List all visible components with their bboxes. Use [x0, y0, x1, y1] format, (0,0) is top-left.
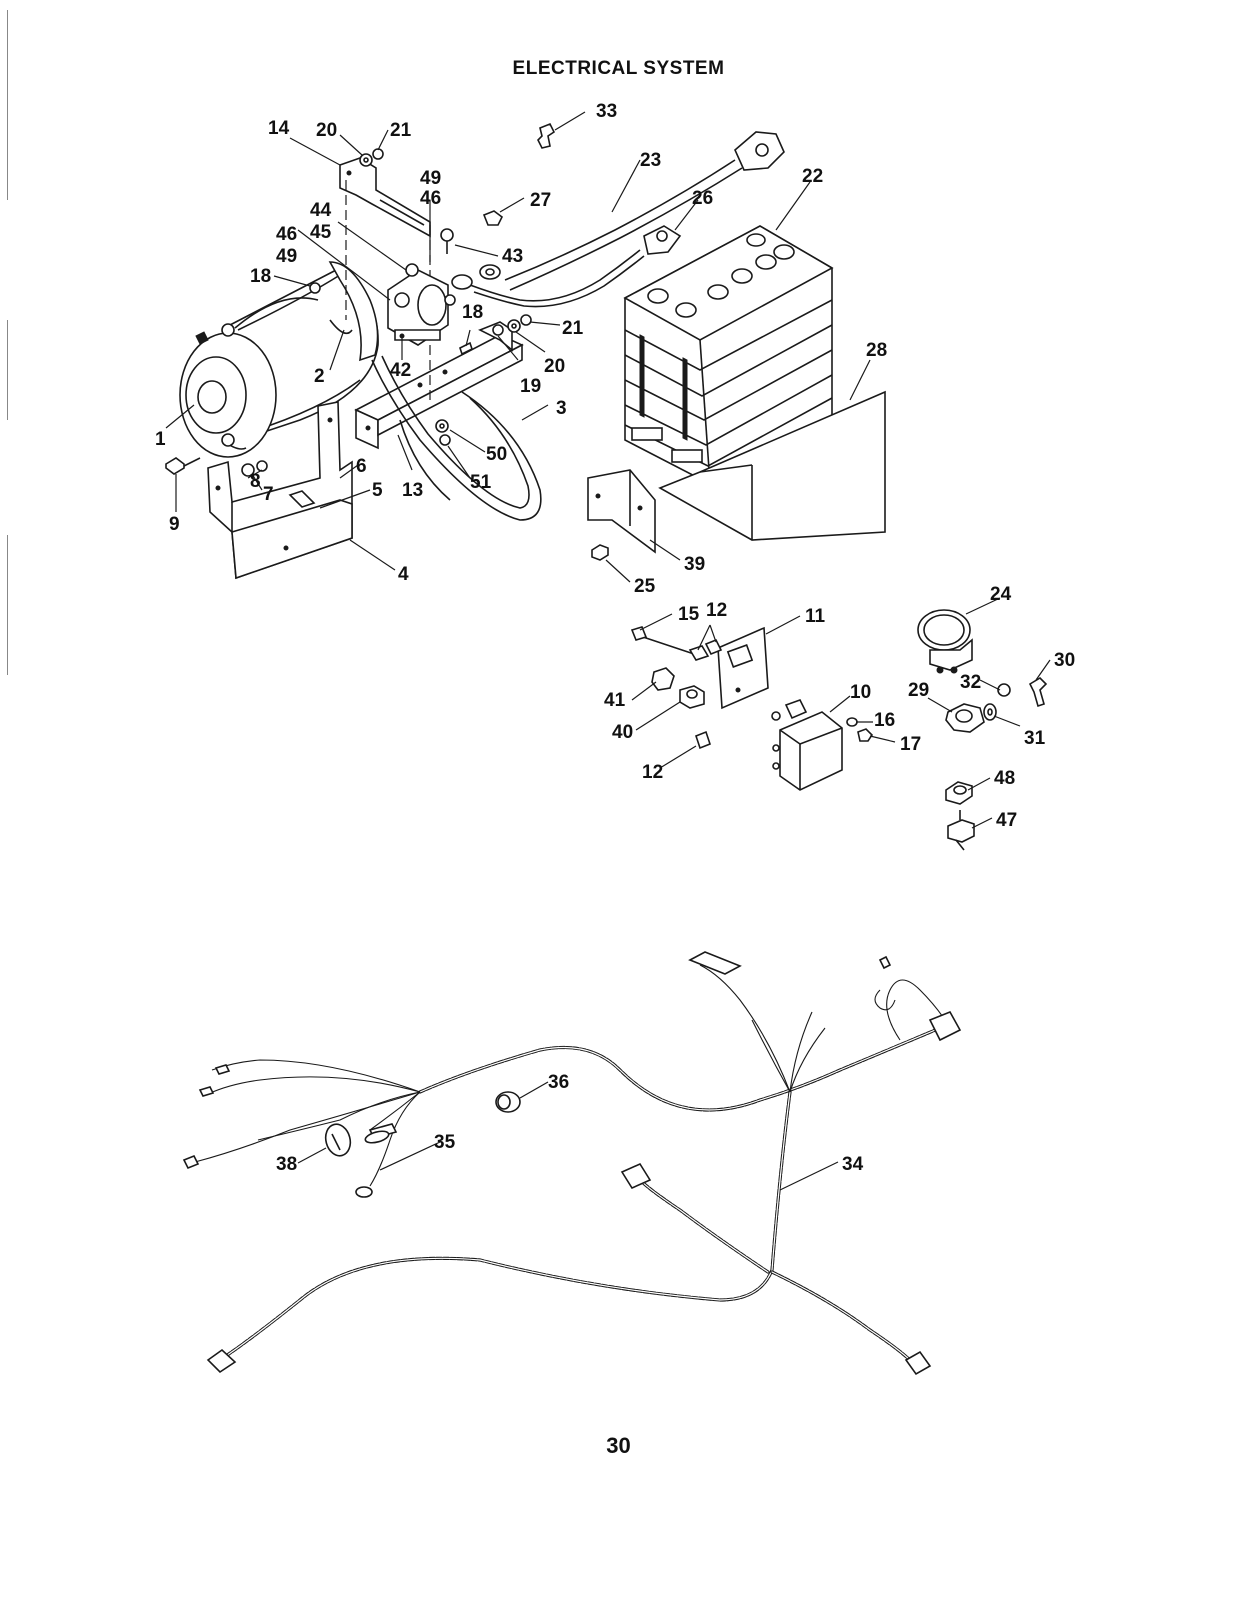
callout-label: 34 — [842, 1154, 864, 1175]
callout-label: 45 — [310, 222, 332, 243]
callout-label: 20 — [544, 356, 565, 377]
callout-label: 19 — [520, 376, 541, 397]
page-title: ELECTRICAL SYSTEM — [512, 58, 725, 79]
starter-solenoid-part — [387, 263, 456, 346]
left-margin-rule — [7, 320, 8, 420]
callout-label: 32 — [960, 672, 981, 693]
callout-label: 22 — [802, 166, 823, 187]
callout-label: 2 — [314, 366, 325, 387]
callout-label: 40 — [612, 722, 633, 743]
switch-part — [651, 667, 705, 709]
key-part — [1028, 676, 1048, 708]
battery-tray-part — [658, 390, 886, 541]
bolt-part — [947, 810, 975, 851]
clip-part — [537, 122, 556, 149]
callout-labels: 1 2 3 4 5 6 7 8 9 10 11 12 12 13 14 15 1… — [155, 101, 1075, 1175]
callout-label: 21 — [390, 120, 412, 141]
callout-label: 13 — [402, 480, 423, 501]
callout-label: 26 — [692, 188, 713, 209]
page-number: 30 — [606, 1433, 631, 1458]
callout-label: 36 — [548, 1072, 569, 1093]
callout-label: 33 — [596, 101, 617, 122]
callout-label: 20 — [316, 120, 337, 141]
callout-label: 31 — [1024, 728, 1046, 749]
callout-label: 29 — [908, 680, 929, 701]
callout-label: 48 — [994, 768, 1015, 789]
callout-label: 3 — [556, 398, 567, 419]
callout-label: 39 — [684, 554, 705, 575]
callout-label: 42 — [390, 360, 411, 381]
callout-label: 50 — [486, 444, 507, 465]
callout-label: 38 — [276, 1154, 297, 1175]
callout-label: 5 — [372, 480, 383, 501]
nut-part — [482, 210, 504, 226]
callout-label: 10 — [850, 682, 871, 703]
bolt-part — [165, 457, 201, 475]
leader-lines — [165, 111, 1051, 1191]
connector-part — [630, 626, 723, 750]
washer-part — [359, 148, 532, 446]
battery-hold-down-part — [587, 469, 656, 554]
wiring-harness-part — [182, 951, 962, 1376]
ignition-switch-part — [945, 683, 1011, 733]
callout-label: 27 — [530, 190, 551, 211]
callout-label: 11 — [805, 606, 826, 627]
alternator-part — [179, 261, 379, 458]
callout-label: 16 — [874, 710, 895, 731]
callout-label: 9 — [169, 514, 180, 535]
callout-label: 35 — [434, 1132, 456, 1153]
battery-cable-part — [451, 131, 785, 308]
callout-label: 18 — [462, 302, 483, 323]
callout-label: 12 — [706, 600, 727, 621]
callout-label: 44 — [310, 200, 332, 221]
left-margin-rule — [7, 535, 8, 675]
callout-label: 12 — [642, 762, 663, 783]
grommet-part — [495, 1091, 521, 1113]
callout-label: 49 — [420, 168, 441, 189]
callout-label: 47 — [996, 810, 1017, 831]
callout-label: 46 — [420, 188, 441, 209]
nut-part — [591, 544, 609, 561]
callout-label: 4 — [398, 564, 409, 585]
alternator-guard-part — [207, 401, 353, 580]
callout-label: 30 — [1054, 650, 1075, 671]
bolt-part — [440, 228, 454, 254]
battery-part — [623, 225, 834, 485]
voltage-regulator-part — [771, 699, 843, 791]
left-margin-rule — [7, 10, 8, 200]
callout-label: 28 — [866, 340, 887, 361]
callout-label: 7 — [263, 484, 274, 505]
callout-label: 43 — [502, 246, 523, 267]
callout-label: 1 — [155, 429, 166, 450]
callout-label: 21 — [562, 318, 584, 339]
nut-part — [945, 781, 973, 805]
callout-label: 18 — [250, 266, 271, 287]
callout-label: 23 — [640, 150, 661, 171]
callout-label: 24 — [990, 584, 1012, 605]
gauge-part — [917, 609, 973, 674]
callout-label: 51 — [470, 472, 492, 493]
callout-label: 41 — [604, 690, 626, 711]
callout-label: 14 — [268, 118, 290, 139]
callout-label: 46 — [276, 224, 297, 245]
mounting-plate-part — [717, 626, 769, 710]
fuse-holder-part — [324, 1123, 352, 1157]
callout-label: 6 — [356, 456, 367, 477]
upper-bracket-part — [339, 157, 431, 238]
callout-label: 15 — [678, 604, 700, 625]
callout-label: 25 — [634, 576, 656, 597]
callout-label: 17 — [900, 734, 921, 755]
callout-label: 49 — [276, 246, 297, 267]
drive-belt-part — [371, 355, 542, 521]
callout-label: 8 — [250, 471, 261, 492]
